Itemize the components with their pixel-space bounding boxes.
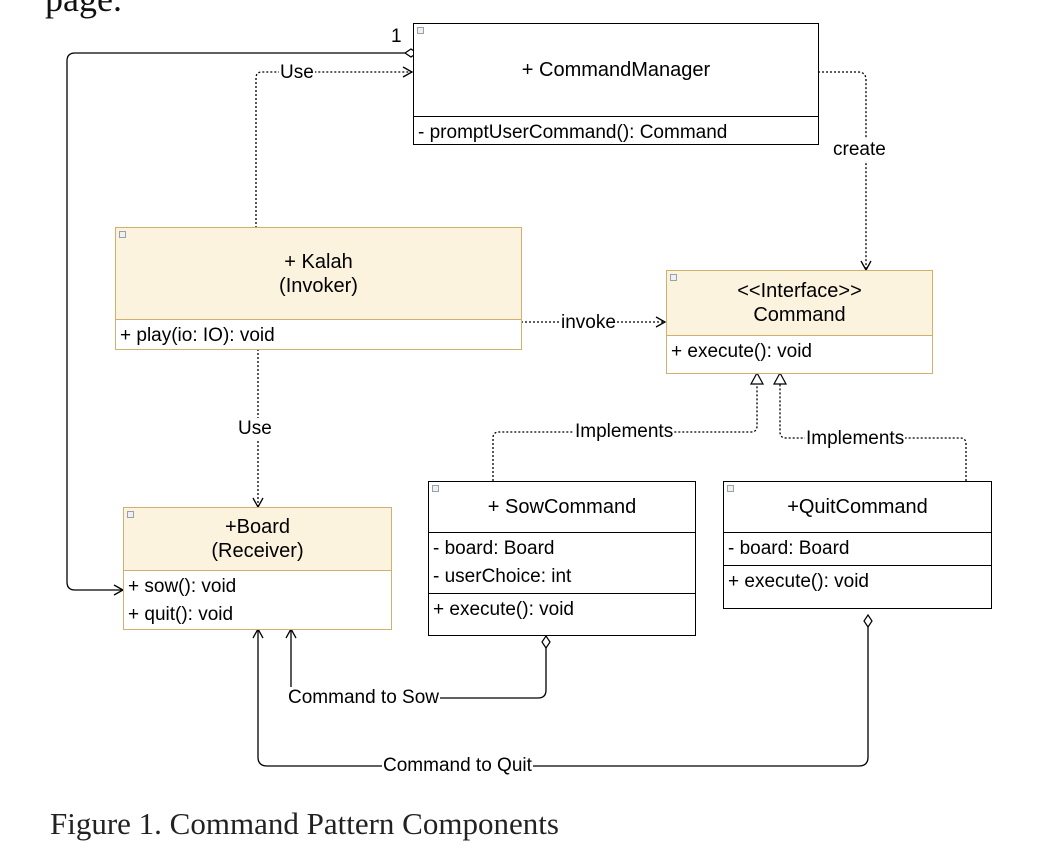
method-row: + quit(): void (128, 604, 234, 625)
method-row: + sow(): void (128, 576, 237, 597)
collapse-icon[interactable] (417, 27, 424, 34)
class-name: + Kalah (284, 250, 353, 273)
aggregation-diamond-quit (863, 613, 873, 629)
attribute-row: - board: Board (728, 538, 850, 559)
class-name: + SowCommand (487, 496, 637, 518)
class-name: +Board (224, 516, 291, 538)
attribute-section: - board: Board - userChoice: int (429, 532, 695, 593)
collapse-icon[interactable] (727, 485, 734, 492)
implements-label-quit: Implements (805, 428, 906, 450)
implements-line-quit (780, 373, 967, 481)
class-quit-command[interactable]: +QuitCommand - board: Board + execute():… (723, 481, 992, 609)
class-name: +QuitCommand (787, 496, 928, 518)
aggregation-diamond-sow (541, 634, 551, 650)
method-section: + execute(): void (667, 335, 932, 368)
use-line-kalah-manager (255, 66, 414, 228)
method-section: + sow(): void + quit(): void (124, 570, 391, 631)
interface-stereotype: <<Interface>> (737, 280, 862, 302)
class-header: <<Interface>> Command (667, 271, 932, 335)
class-name: Command (753, 304, 846, 326)
method-row: + execute(): void (671, 341, 812, 362)
method-row: + play(io: IO): void (120, 325, 275, 346)
method-row: - promptUserCommand(): Command (418, 122, 728, 143)
collapse-icon[interactable] (670, 274, 677, 281)
collapse-icon[interactable] (119, 231, 126, 238)
attribute-row: - userChoice: int (433, 566, 572, 587)
method-row: + execute(): void (728, 571, 869, 592)
attribute-section: - board: Board (724, 532, 991, 565)
method-section: + execute(): void (724, 565, 991, 598)
class-header: + CommandManager (414, 24, 818, 116)
implements-line-sow (492, 373, 757, 481)
use-label-board: Use (237, 418, 273, 440)
command-to-quit-line (252, 627, 869, 767)
class-header: + SowCommand (429, 482, 695, 532)
figure-caption: Figure 1. Command Pattern Components (50, 806, 559, 841)
method-section: - promptUserCommand(): Command (414, 116, 818, 149)
class-kalah[interactable]: + Kalah (Invoker) + play(io: IO): void (115, 227, 522, 350)
page-fragment-text: page. (45, 0, 122, 20)
command-to-sow-label: Command to Sow (287, 687, 441, 709)
collapse-icon[interactable] (127, 511, 134, 518)
method-section: + play(io: IO): void (116, 319, 521, 352)
class-role: (Invoker) (279, 274, 358, 297)
class-header: + Kalah (Invoker) (116, 228, 521, 319)
create-label: create (832, 139, 887, 161)
interface-command[interactable]: <<Interface>> Command + execute(): void (666, 270, 933, 374)
command-to-quit-label: Command to Quit (382, 755, 533, 777)
collapse-icon[interactable] (432, 485, 439, 492)
class-header: +QuitCommand (724, 482, 991, 532)
class-board[interactable]: +Board (Receiver) + sow(): void + quit()… (123, 507, 392, 630)
class-sow-command[interactable]: + SowCommand - board: Board - userChoice… (428, 481, 696, 636)
method-row: + execute(): void (433, 599, 574, 620)
multiplicity-label: 1 (391, 26, 402, 47)
class-command-manager[interactable]: + CommandManager - promptUserCommand(): … (413, 23, 819, 145)
class-header: +Board (Receiver) (124, 508, 391, 570)
class-role: (Receiver) (211, 540, 304, 562)
class-name: + CommandManager (521, 59, 711, 81)
use-label-top: Use (279, 62, 315, 84)
invoke-label: invoke (560, 312, 617, 334)
create-line-manager-command (818, 71, 872, 272)
attribute-row: - board: Board (433, 538, 555, 559)
method-section: + execute(): void (429, 593, 695, 626)
implements-label-sow: Implements (574, 421, 675, 443)
association-line-manager-board (66, 52, 405, 596)
